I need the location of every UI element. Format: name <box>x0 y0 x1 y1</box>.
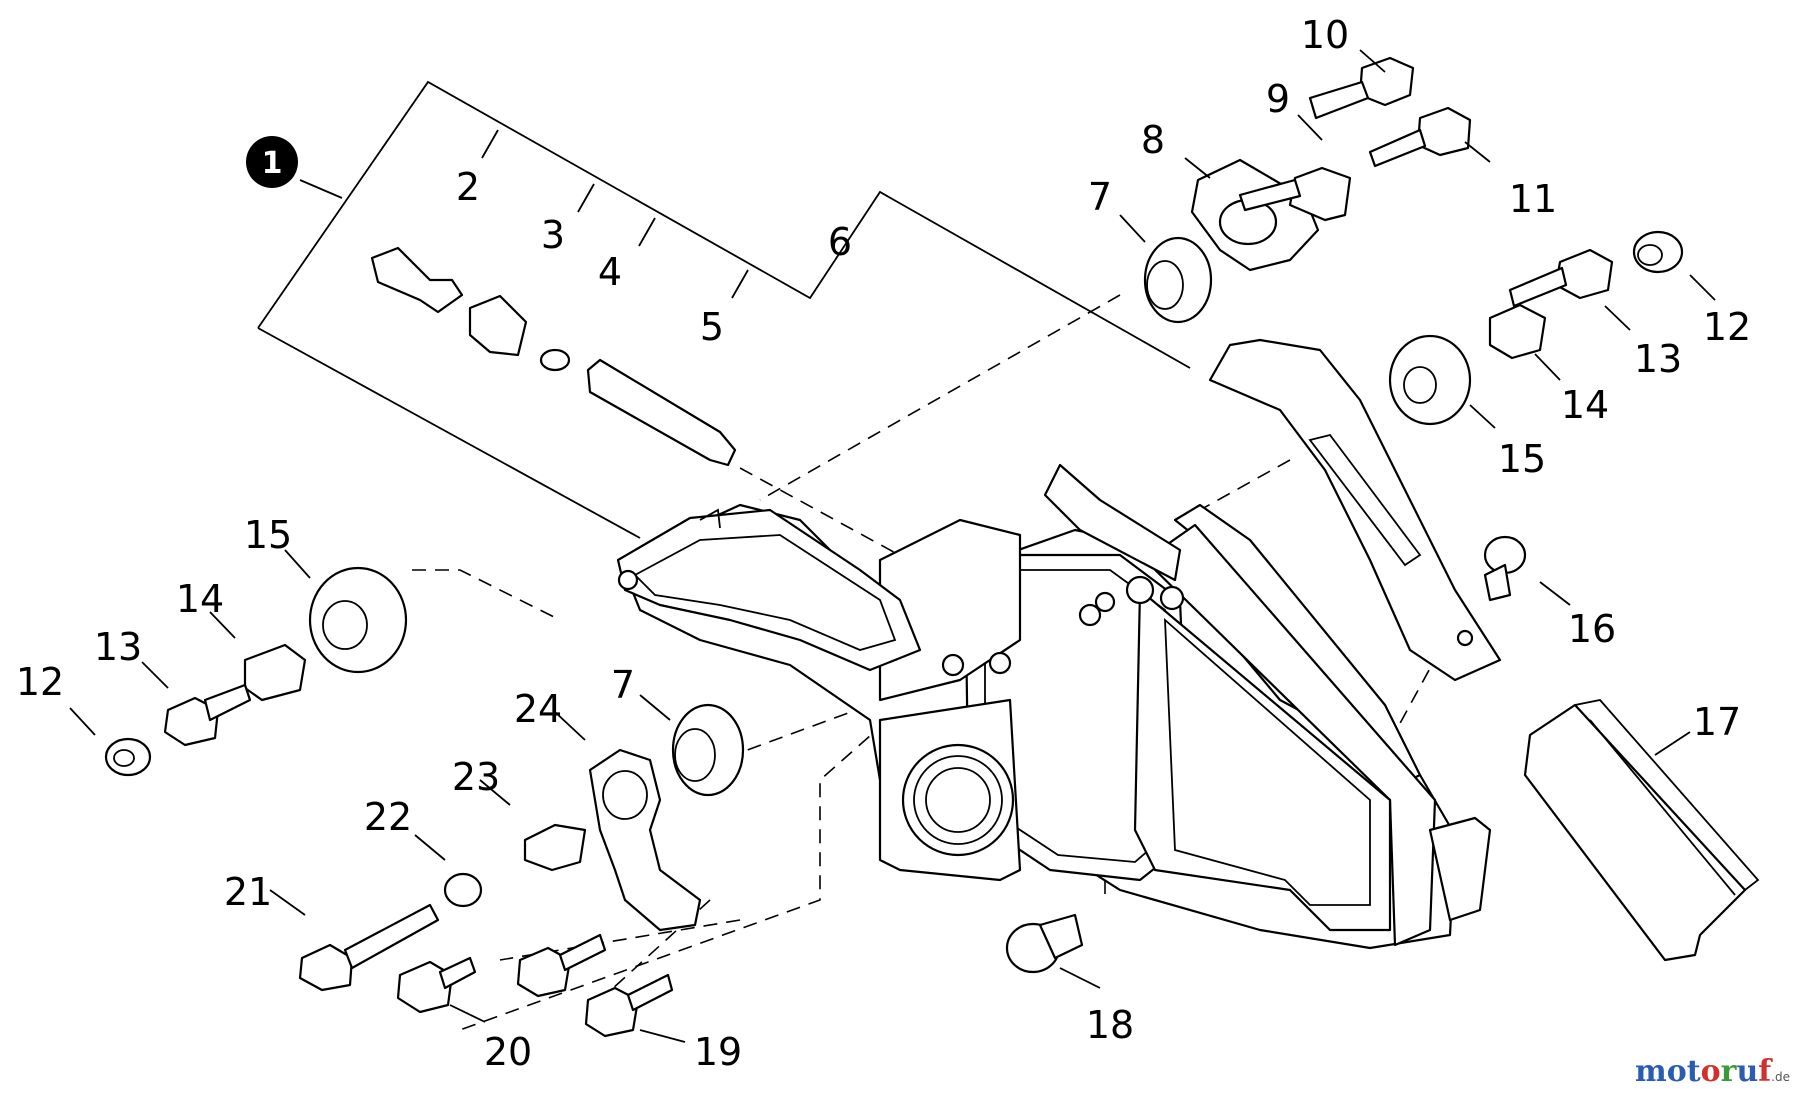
callout-4: 4 <box>598 250 622 294</box>
assembly-badge-1: 1 <box>246 136 298 188</box>
callout-16: 16 <box>1568 607 1616 651</box>
callout-14-top: 14 <box>1561 383 1609 427</box>
callout-18: 18 <box>1086 1003 1134 1047</box>
callout-2: 2 <box>456 165 480 209</box>
motoruf-watermark: motoruf.de <box>1635 1054 1790 1089</box>
callout-leaders <box>69 49 1716 1043</box>
callout-13-top: 13 <box>1634 337 1682 381</box>
watermark-brand: motoruf <box>1635 1054 1772 1089</box>
callout-21: 21 <box>224 870 272 914</box>
callout-11: 11 <box>1509 177 1557 221</box>
watermark-domain: .de <box>1771 1070 1790 1084</box>
badge-label: 1 <box>262 146 283 181</box>
small-parts <box>104 56 1684 1038</box>
callout-19: 19 <box>694 1030 742 1074</box>
part-6-guard <box>1208 338 1502 682</box>
callout-9: 9 <box>1266 77 1290 121</box>
callout-7-top: 7 <box>1088 175 1112 219</box>
callout-22: 22 <box>364 795 412 839</box>
callout-20: 20 <box>484 1030 532 1074</box>
callout-23: 23 <box>452 755 500 799</box>
callout-15-left: 15 <box>244 513 292 557</box>
callout-15-top: 15 <box>1498 437 1546 481</box>
bar-frame <box>616 508 922 672</box>
callout-13-left: 13 <box>94 625 142 669</box>
callout-numbers: 2 3 4 5 6 7 8 9 10 11 12 13 14 15 16 17 … <box>16 13 1751 1074</box>
callout-5: 5 <box>700 305 724 349</box>
callout-24: 24 <box>514 687 562 731</box>
callout-10: 10 <box>1301 13 1349 57</box>
callout-6: 6 <box>828 220 852 264</box>
callout-12-left: 12 <box>16 660 64 704</box>
callout-7-left: 7 <box>611 663 635 707</box>
assembly-1-bracket <box>257 80 1191 539</box>
callout-17: 17 <box>1693 700 1741 744</box>
part-17-cover <box>1523 699 1760 962</box>
callout-8: 8 <box>1141 118 1165 162</box>
callout-14-left: 14 <box>176 577 224 621</box>
callout-12-top: 12 <box>1703 305 1751 349</box>
callout-3: 3 <box>541 213 565 257</box>
